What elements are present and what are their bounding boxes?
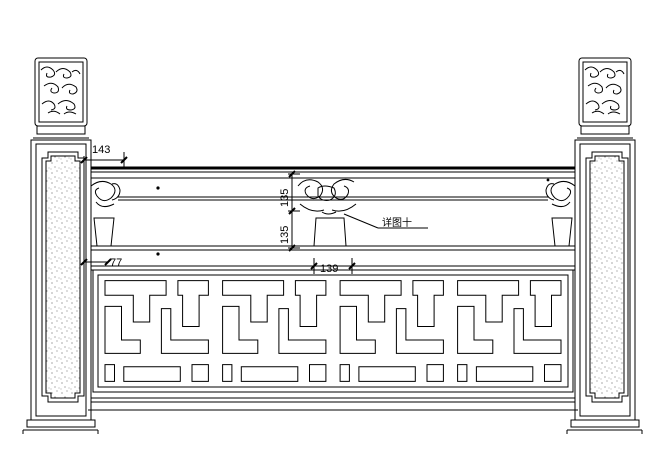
fret-segment: [457, 305, 494, 354]
fret-segment: [529, 280, 562, 327]
fret-segment: [426, 364, 444, 382]
fret-segment: [104, 364, 115, 382]
fret-segment: [339, 364, 350, 382]
fret-segment: [475, 366, 534, 382]
left-post-base: [26, 419, 96, 428]
fret-segment: [222, 280, 285, 323]
right-post: [566, 57, 643, 434]
lattice-panel: [88, 269, 578, 411]
ornament-left: [90, 180, 121, 247]
dim-text-post-offset: 143: [92, 144, 110, 156]
fret-segment: [104, 280, 167, 323]
fret-segment: [222, 364, 233, 382]
dim-rail-heights: [288, 170, 300, 252]
fret-segment: [358, 366, 416, 382]
fret-segment: [104, 305, 141, 354]
fret-segment: [191, 364, 209, 382]
right-post-base: [570, 419, 640, 428]
fret-segment: [222, 305, 259, 354]
dim-base-offset: [80, 256, 112, 268]
dim-ornament-width: [310, 258, 356, 274]
right-post-cap: [577, 57, 633, 139]
ornament-center: [297, 178, 357, 247]
fret-segment: [240, 366, 299, 382]
fret-segment: [339, 305, 376, 354]
left-post-panel: [41, 151, 85, 403]
callout-leader: [343, 213, 428, 229]
callout-label: 详图十: [382, 216, 412, 229]
fret-segment: [123, 366, 181, 382]
fret-segment: [294, 280, 327, 327]
dim-text-base-offset: 77: [110, 257, 122, 269]
left-post: [22, 57, 99, 434]
ornament-right: [545, 180, 576, 247]
left-post-cap: [33, 57, 89, 139]
fret-segment: [309, 364, 327, 382]
reference-marks: [156, 178, 550, 256]
dim-text-rail-lower: 135: [279, 226, 291, 244]
fret-segment: [513, 308, 562, 354]
dim-text-ornament-width: 139: [320, 263, 338, 275]
fret-segment: [457, 280, 520, 323]
fret-segment: [339, 280, 402, 323]
fret-segment: [395, 308, 444, 354]
fret-segment: [412, 280, 444, 327]
fret-segment: [177, 280, 209, 327]
right-post-panel: [585, 151, 629, 403]
fret-segment: [160, 308, 209, 354]
fret-segment: [278, 308, 327, 354]
fret-segment: [457, 364, 468, 382]
top-rail: [91, 166, 575, 201]
fret-pattern: [104, 280, 562, 382]
dim-post-offset: [80, 152, 128, 168]
fret-segment: [544, 364, 562, 382]
dim-text-rail-upper: 135: [279, 189, 291, 207]
